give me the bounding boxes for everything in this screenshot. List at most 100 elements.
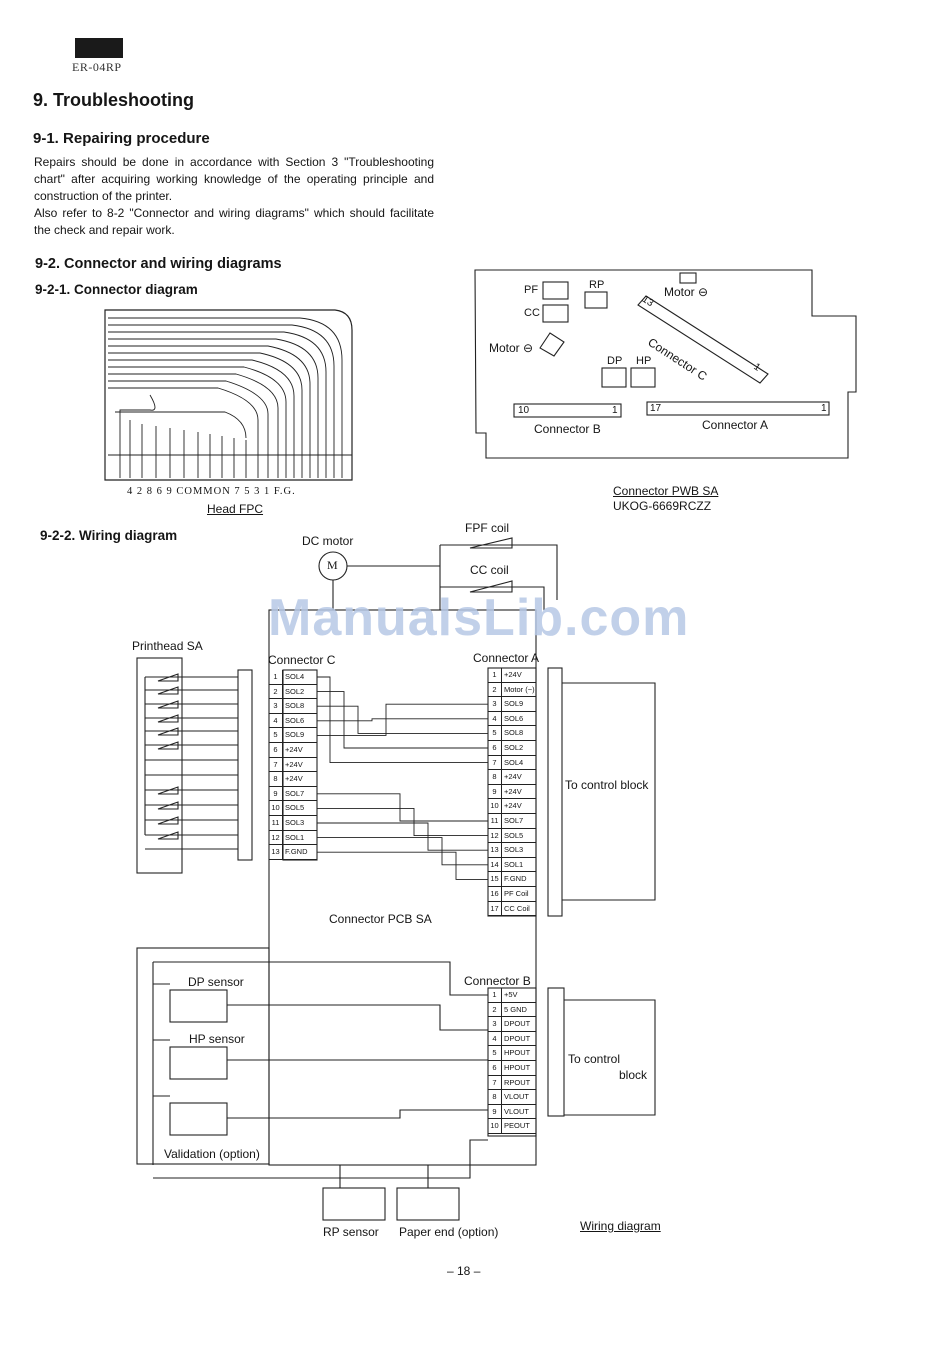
pin-signal: +24V	[502, 785, 536, 800]
to-control-block-b-line2: block	[619, 1068, 648, 1082]
pin-number: 8	[269, 772, 283, 787]
pin-signal: SOL4	[283, 670, 317, 685]
rp-sensor-symbol	[322, 1187, 386, 1221]
pin-signal: SOL5	[283, 801, 317, 816]
pin-signal: SOL3	[502, 843, 536, 858]
pin-number: 5	[488, 726, 502, 741]
solenoid-coil	[157, 700, 179, 709]
connector-b-title: Connector B	[464, 974, 531, 988]
connector-diagram-title: 9-2-1. Connector diagram	[35, 282, 198, 297]
connector-b-label: Connector B	[534, 422, 601, 436]
connector-c-title: Connector C	[268, 653, 336, 667]
pin-signal: +24V	[502, 668, 536, 683]
connector-wire	[317, 793, 488, 822]
connector-b-strip	[513, 403, 622, 418]
connector-wire	[317, 837, 488, 866]
pin-number: 13	[269, 845, 283, 860]
pin-signal: 5 GND	[502, 1003, 536, 1018]
pin-signal: SOL1	[502, 858, 536, 873]
pin-signal: DPOUT	[502, 1017, 536, 1032]
pin-number: 8	[488, 770, 502, 785]
switch-wires	[153, 1139, 488, 1188]
cc-block	[542, 304, 569, 323]
page-number: – 18 –	[447, 1264, 481, 1278]
to-control-block-b-line1: To control	[568, 1052, 621, 1066]
pin-number: 9	[488, 784, 502, 800]
solenoid-coil	[157, 831, 179, 840]
pin-row: 9+24V	[488, 784, 536, 800]
pin-signal: SOL9	[502, 697, 536, 712]
printhead-box	[136, 657, 183, 874]
dp-label: DP	[607, 355, 623, 367]
pin-signal: +24V	[283, 758, 317, 773]
pin-row: 8+24V	[488, 770, 536, 785]
pin-signal: +24V	[283, 772, 317, 787]
wiring-diagram-title: 9-2-2. Wiring diagram	[40, 528, 178, 543]
printhead-connector	[237, 669, 253, 861]
pin-signal: HPOUT	[502, 1061, 536, 1076]
pin-row: 1+5V	[488, 988, 536, 1003]
pin-number: 9	[488, 1104, 502, 1120]
pin-signal: CC Coil	[502, 902, 536, 917]
pin-row: 1+24V	[488, 668, 536, 683]
solenoid-coil	[157, 741, 179, 750]
pin-number: 15	[488, 872, 502, 887]
pwb-caption-name: Connector PWB SA	[613, 484, 719, 498]
connector-c-block	[282, 669, 318, 861]
cc-coil-symbol	[469, 580, 513, 593]
pin-number: 1	[488, 668, 502, 683]
pin-number: 2	[269, 684, 283, 700]
motor-plus-label: Motor ⊖	[664, 285, 709, 299]
pin-number: 2	[488, 1002, 502, 1018]
pin-number: 3	[488, 1017, 502, 1032]
connector-wire	[317, 705, 488, 734]
pin-signal: SOL8	[283, 699, 317, 714]
pin-signal: PF Coil	[502, 887, 536, 902]
paper-end-symbol	[396, 1187, 460, 1221]
solenoid-coil	[157, 727, 179, 736]
pin-number: 9	[269, 786, 283, 802]
subsection-title-repairing: 9-1. Repairing procedure	[33, 130, 210, 147]
motor-minus-label: Motor ⊖	[489, 341, 534, 355]
pin-number: 14	[488, 857, 502, 873]
pin-number: 6	[488, 1061, 502, 1076]
motor-minus-block	[539, 332, 565, 357]
validation-sensor-symbol	[169, 1102, 228, 1136]
control-block-a	[562, 682, 656, 901]
pin-number: 7	[269, 757, 283, 773]
connector-pcb-label: Connector PCB SA	[329, 912, 432, 926]
model-badge	[75, 38, 123, 58]
section-title: 9. Troubleshooting	[33, 90, 194, 110]
pin-number: 4	[488, 1031, 502, 1047]
control-block-b	[564, 999, 656, 1116]
connector-wire	[317, 807, 488, 837]
pin-signal: SOL5	[502, 829, 536, 844]
pin-signal: DPOUT	[502, 1032, 536, 1047]
pin-number: 16	[488, 887, 502, 902]
pin-number: 10	[269, 801, 283, 816]
pin-signal: SOL4	[502, 756, 536, 771]
pin-signal: SOL6	[502, 712, 536, 727]
subsection-title-connector: 9-2. Connector and wiring diagrams	[35, 256, 282, 272]
connector-a-end: 1	[821, 403, 827, 414]
